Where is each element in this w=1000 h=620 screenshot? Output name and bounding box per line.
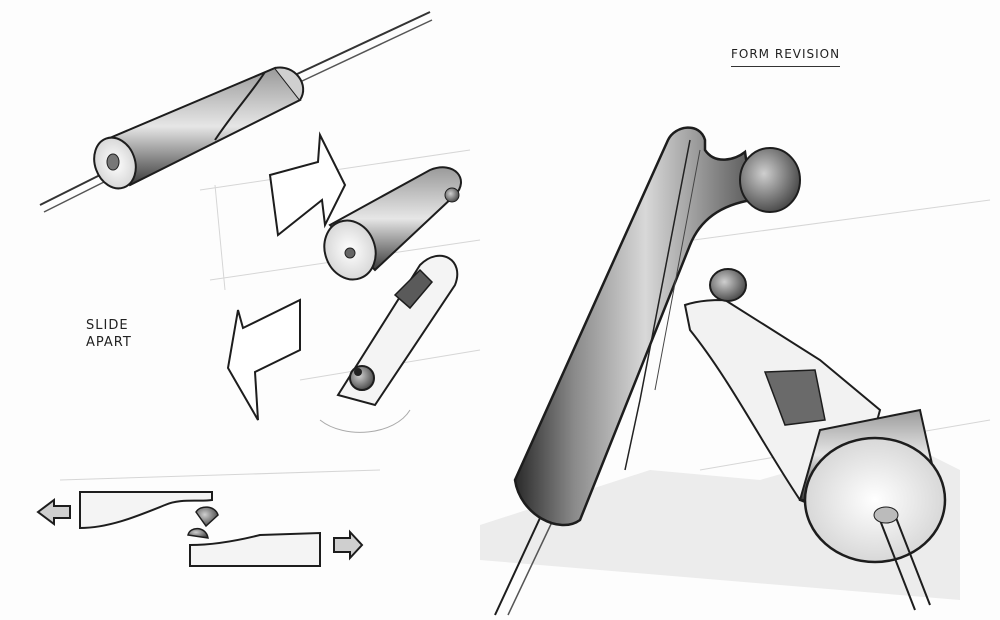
- cable-tube-sketch: [39, 11, 433, 213]
- form-revision-sketch: [480, 126, 960, 616]
- arrow-right-icon: [268, 131, 347, 237]
- slide-label: SLIDE: [86, 318, 129, 333]
- apart-label: APART: [86, 335, 132, 350]
- exploded-tube-top: [323, 166, 462, 281]
- arrow-left-icon: [226, 298, 301, 421]
- slide-apart-diagram: [36, 491, 364, 567]
- exploded-tube-bottom: [319, 254, 459, 433]
- slide-apart-note: SLIDE APART: [86, 317, 132, 351]
- form-revision-title: FORM REVISION: [731, 46, 841, 67]
